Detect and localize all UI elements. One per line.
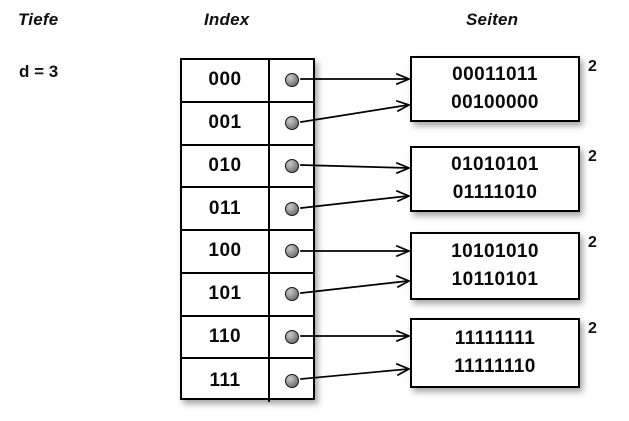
local-depth-label: 2 bbox=[588, 58, 597, 75]
page-record: 10101010 bbox=[451, 240, 539, 262]
pointer-bullet-icon bbox=[284, 329, 299, 344]
index-key: 111 bbox=[182, 359, 270, 402]
column-heading-index: Index bbox=[204, 10, 250, 29]
pointer-bullet-icon bbox=[284, 201, 299, 216]
page-bucket: 11111111 11111110 bbox=[410, 318, 580, 388]
page-bucket: 01010101 01111010 bbox=[410, 146, 580, 212]
index-row: 110 bbox=[182, 316, 313, 360]
index-key: 000 bbox=[182, 60, 270, 101]
pointer-bullet-icon bbox=[284, 244, 299, 259]
page-record: 11111111 bbox=[454, 327, 536, 349]
index-row: 100 bbox=[182, 231, 313, 274]
index-row: 111 bbox=[182, 359, 313, 402]
index-pointer-cell bbox=[270, 146, 313, 187]
index-pointer-cell bbox=[270, 188, 313, 229]
index-pointer-cell bbox=[270, 231, 313, 272]
index-key: 101 bbox=[182, 273, 270, 315]
index-pointer-cell bbox=[270, 359, 313, 402]
local-depth-label: 2 bbox=[588, 234, 597, 251]
index-row: 001 bbox=[182, 102, 313, 146]
index-key: 100 bbox=[182, 231, 270, 272]
index-key: 011 bbox=[182, 188, 270, 229]
index-key: 001 bbox=[182, 102, 270, 144]
index-row: 101 bbox=[182, 273, 313, 317]
page-record: 01010101 bbox=[451, 153, 539, 175]
index-row: 010 bbox=[182, 145, 313, 189]
page-record: 10110101 bbox=[451, 269, 539, 290]
index-pointer-cell bbox=[270, 60, 313, 101]
local-depth-label: 2 bbox=[588, 320, 597, 337]
page-record: 00100000 bbox=[451, 92, 539, 113]
column-heading-depth: Tiefe bbox=[18, 10, 59, 29]
index-pointer-cell bbox=[270, 274, 313, 315]
pointer-bullet-icon bbox=[284, 373, 299, 388]
pointer-bullet-icon bbox=[284, 73, 299, 88]
index-row: 011 bbox=[182, 188, 313, 231]
page-bucket: 00011011 00100000 bbox=[410, 56, 580, 122]
page-record: 00011011 bbox=[452, 63, 538, 85]
page-record: 11111110 bbox=[454, 356, 536, 377]
index-row: 000 bbox=[182, 60, 313, 103]
index-key: 110 bbox=[182, 316, 270, 358]
index-pointer-cell bbox=[270, 103, 313, 144]
index-key: 010 bbox=[182, 145, 270, 187]
pointer-bullet-icon bbox=[284, 158, 299, 173]
page-record: 01111010 bbox=[452, 182, 538, 203]
global-depth-label: d = 3 bbox=[19, 62, 59, 81]
index-directory-table: 000 001 010 011 100 bbox=[180, 58, 315, 402]
pointer-bullet-icon bbox=[284, 116, 299, 131]
page-bucket: 10101010 10110101 bbox=[410, 232, 580, 300]
index-pointer-cell bbox=[270, 317, 313, 358]
pointer-bullet-icon bbox=[284, 287, 299, 302]
column-heading-pages: Seiten bbox=[466, 10, 519, 29]
local-depth-label: 2 bbox=[588, 148, 597, 165]
